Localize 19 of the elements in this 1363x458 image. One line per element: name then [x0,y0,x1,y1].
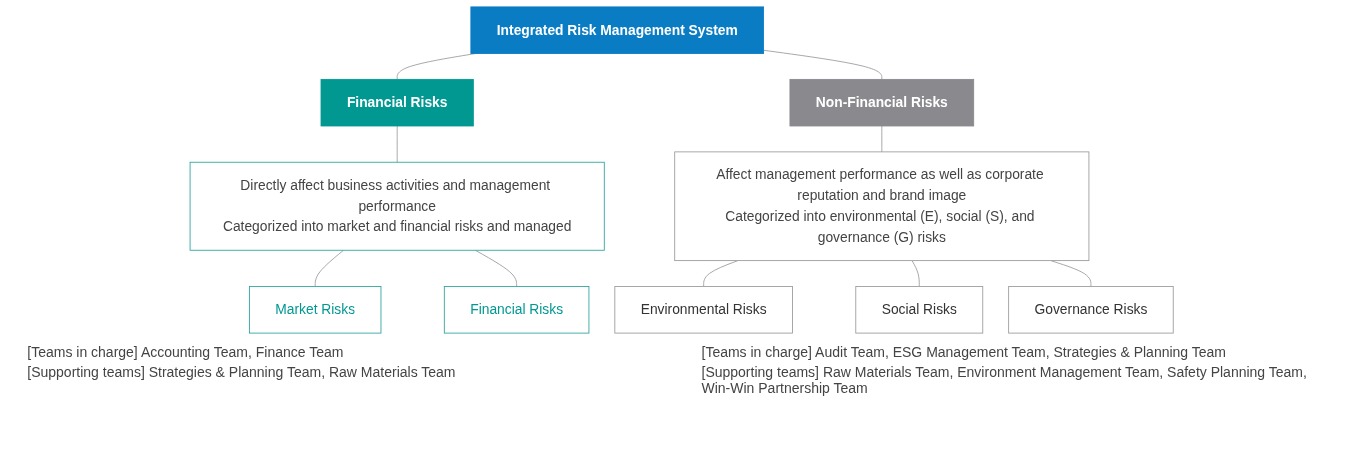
connector [396,125,398,163]
node-box: Financial Risks [443,286,590,334]
node-box: Governance Risks [1008,286,1174,334]
node-box: Market Risks [248,286,382,334]
connector [911,260,920,287]
node-box: Financial Risks [320,78,474,127]
connector [881,125,883,153]
node-box: Environmental Risks [614,286,793,334]
connector [763,49,883,80]
team-note: [Supporting teams] Raw Materials Team, Environment Management Team, Safety Planning Team, Win-Win Partnership Team [701,364,1308,396]
connector [314,249,344,287]
node-box: Social Risks [855,286,984,334]
team-note: [Teams in charge] Audit Team, ESG Management Team, Strategies & Planning Team [701,344,1227,360]
node-box: Directly affect business activities and management performance Categorized into market and financial risks and managed [189,161,605,251]
node-box: Affect management performance as well as corporate reputation and brand image Categorized into environmental (E), social (S), and governance (G) risks [674,151,1090,262]
node-box: Integrated Risk Management System [470,6,764,54]
team-note: [Supporting teams] Strategies & Planning Team, Raw Materials Team [27,364,457,380]
node-box: Non-Financial Risks [789,78,974,127]
team-note: [Teams in charge] Accounting Team, Finance Team [27,344,345,360]
